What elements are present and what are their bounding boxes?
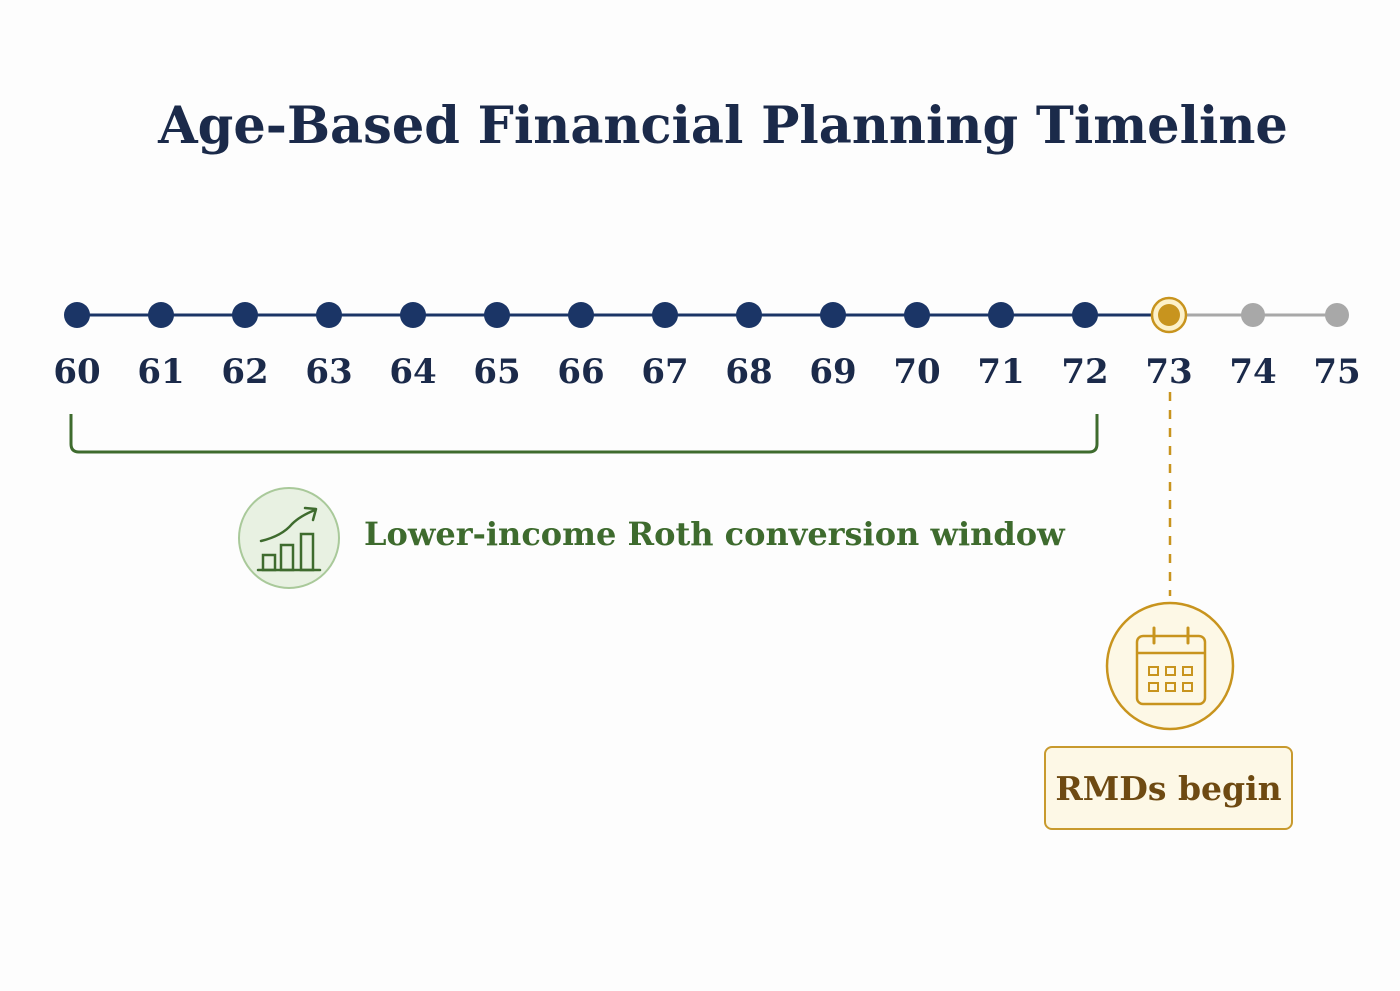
age-label: 72 <box>1061 352 1108 392</box>
timeline-marker <box>484 302 510 328</box>
age-label: 60 <box>53 352 100 392</box>
page-title: Age-Based Financial Planning Timeline <box>158 96 1288 157</box>
timeline-marker <box>400 302 426 328</box>
age-label: 61 <box>137 352 184 392</box>
timeline-marker <box>568 302 594 328</box>
age-label: 66 <box>557 352 604 392</box>
growth-chart-icon <box>238 487 340 589</box>
timeline-marker <box>316 302 342 328</box>
timeline-marker <box>988 302 1014 328</box>
age-label: 75 <box>1313 352 1360 392</box>
timeline-marker <box>736 302 762 328</box>
timeline-marker <box>904 302 930 328</box>
age-label: 68 <box>725 352 772 392</box>
age-label: 74 <box>1229 352 1276 392</box>
age-label: 69 <box>809 352 856 392</box>
timeline-marker <box>1072 302 1098 328</box>
timeline-marker <box>64 302 90 328</box>
age-label: 73 <box>1145 352 1192 392</box>
timeline-marker <box>820 302 846 328</box>
age-label: 64 <box>389 352 436 392</box>
age-label: 62 <box>221 352 268 392</box>
timeline-marker-future <box>1241 303 1265 327</box>
age-label: 67 <box>641 352 688 392</box>
timeline-marker <box>652 302 678 328</box>
rmd-label: RMDs begin <box>1055 768 1282 808</box>
timeline-age-labels: 60 61 62 63 64 65 66 67 68 69 70 71 72 73 74 75 <box>53 352 1360 392</box>
timeline-marker-future <box>1325 303 1349 327</box>
age-label: 71 <box>977 352 1024 392</box>
timeline-markers <box>64 296 1349 334</box>
age-label: 63 <box>305 352 352 392</box>
timeline-marker <box>232 302 258 328</box>
age-label: 65 <box>473 352 520 392</box>
rmd-callout: RMDs begin <box>1044 746 1293 830</box>
highlight-marker <box>1158 304 1180 326</box>
calendar-icon <box>1105 601 1235 731</box>
roth-window-label: Lower-income Roth conversion window <box>364 515 1065 553</box>
age-label: 70 <box>893 352 940 392</box>
roth-window-bracket <box>69 414 1099 454</box>
timeline-marker <box>148 302 174 328</box>
